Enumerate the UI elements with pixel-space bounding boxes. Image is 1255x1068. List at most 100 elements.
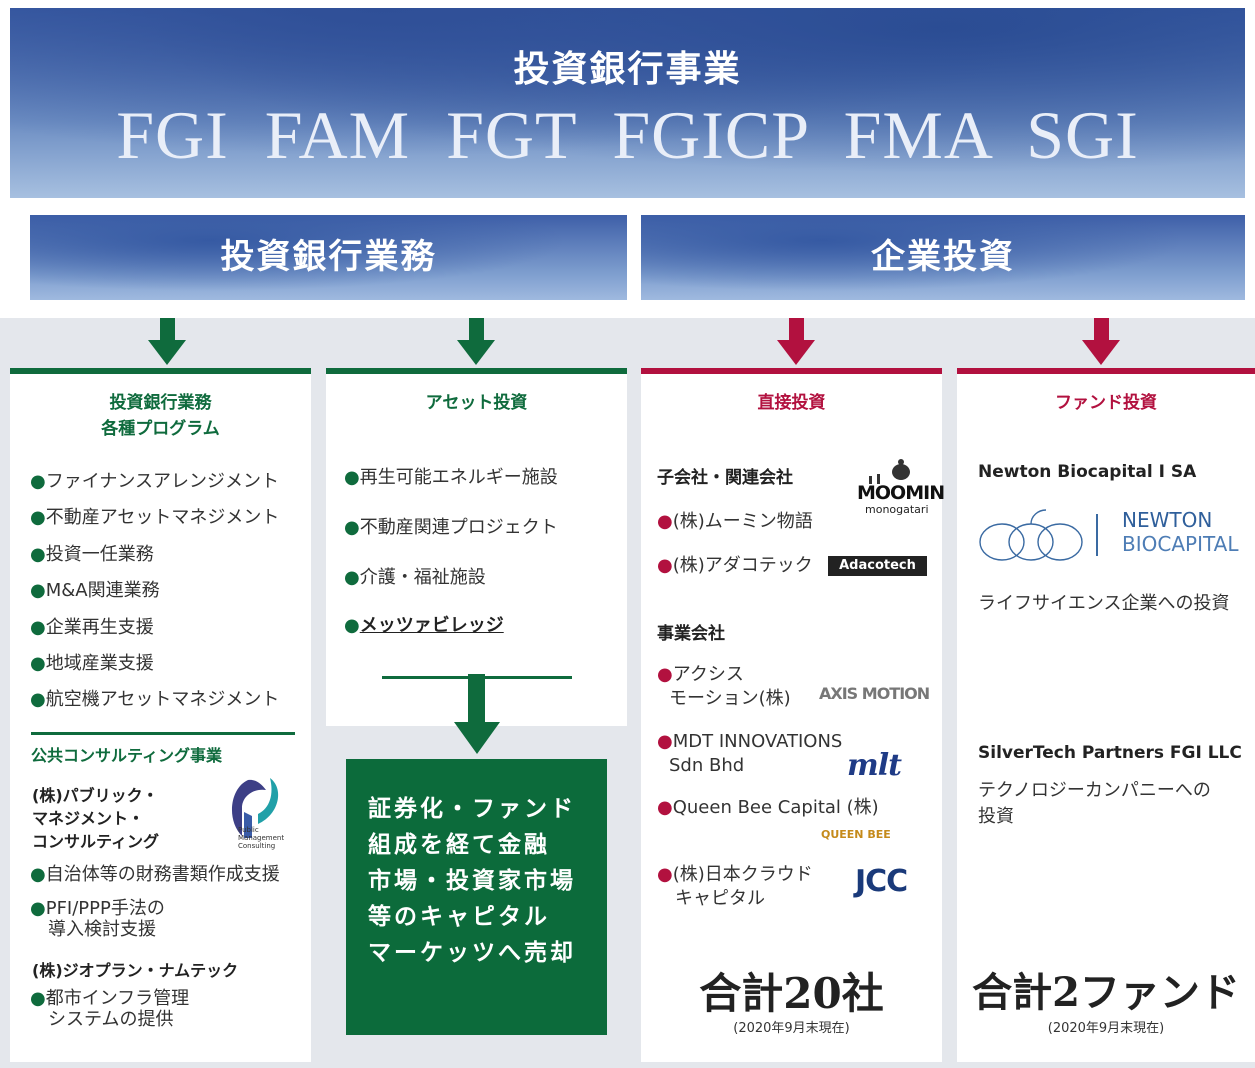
list-item: ●再生可能エネルギー施設: [344, 466, 558, 490]
bullet-icon: ●: [657, 664, 673, 685]
list-item-label: (株)アダコテック: [672, 555, 813, 576]
list-item-label: キャピタル: [675, 888, 765, 909]
list-item: ●アクシスモーション(株): [657, 663, 791, 711]
section-title-public-consulting: 公共コンサルティング事業: [31, 746, 223, 765]
list-item: ●不動産アセットマネジメント: [30, 506, 279, 530]
company-name-line: マネジメント・: [32, 809, 145, 828]
list-item-label: 介護・福祉施設: [359, 567, 486, 588]
company-name-line: コンサルティング: [32, 832, 160, 851]
fund-as-of: (2020年9月末現在): [1047, 1021, 1165, 1036]
bullet-icon: ●: [30, 507, 46, 528]
securitization-line: 組成を経て金融: [368, 832, 550, 858]
list-item-label: モーション(株): [669, 688, 791, 709]
bullet-icon: ●: [30, 617, 46, 638]
moomin-logo: MOOMIN monogatari: [849, 458, 945, 520]
list-item: ●不動産関連プロジェクト: [344, 516, 558, 540]
list-item-label: 導入検討支援: [48, 919, 156, 940]
fund-description: ライフサイエンス企業への投資: [978, 593, 1230, 614]
logo-text-line: Public: [238, 826, 259, 834]
company-name-geoplan: (株)ジオプラン・ナムテック: [32, 961, 239, 980]
list-item-label: ファイナンスアレンジメント: [45, 471, 279, 492]
logo-text-line: BIOCAPITAL: [1122, 532, 1239, 556]
direct-as-of: (2020年9月末現在): [733, 1021, 850, 1036]
list-item: ●自治体等の財務書類作成支援: [30, 863, 280, 887]
link-metsa-village[interactable]: メッツァビレッジ: [359, 615, 504, 636]
column-title: 投資銀行業務 各種プログラム: [10, 390, 311, 442]
column-ib-programs: 投資銀行業務 各種プログラム ●ファイナンスアレンジメント ●不動産アセットマネ…: [10, 368, 311, 1062]
bullet-icon: ●: [30, 580, 46, 601]
list-item-label: アクシス: [672, 664, 744, 685]
top-banner: [10, 8, 1245, 198]
bullet-icon: ●: [30, 689, 46, 710]
section-title-operating-companies: 事業会社: [657, 624, 725, 644]
column-direct-investment: 直接投資 子会社・関連会社 MOOMIN monogatari ●(株)ムーミン…: [641, 368, 945, 1062]
fund-description-line: テクノロジーカンパニーへの: [978, 780, 1211, 801]
list-item-label: PFI/PPP手法の: [45, 898, 165, 919]
apple-outline-icon: [979, 509, 1083, 561]
list-item: ●介護・福祉施設: [344, 566, 486, 590]
logo-text-line: Management: [238, 834, 285, 842]
list-item-label: (株)ムーミン物語: [672, 511, 813, 532]
bullet-icon: ●: [344, 517, 360, 538]
fund-description-line: 投資: [978, 806, 1014, 827]
bullet-icon: ●: [344, 615, 360, 636]
column-title-line: 各種プログラム: [101, 419, 220, 439]
list-item: ●企業再生支援: [30, 616, 154, 640]
company-name-line: (株)パブリック・: [32, 786, 159, 805]
list-item: ●M&A関連業務: [30, 579, 160, 603]
division-ib-banner: 投資銀行業務: [30, 215, 627, 300]
queen-bee-logo: QUEEN BEE: [821, 828, 891, 841]
fund-description: テクノロジーカンパニーへの 投資: [978, 778, 1211, 830]
adacotech-logo: Adacotech: [828, 556, 927, 576]
bullet-icon: ●: [657, 797, 673, 818]
list-item: ●航空機アセットマネジメント: [30, 688, 279, 712]
list-item: ●地域産業支援: [30, 652, 154, 676]
list-item-label: 自治体等の財務書類作成支援: [45, 864, 280, 885]
section-divider: [31, 732, 295, 735]
list-item-label: (株)日本クラウド: [672, 864, 813, 885]
securitization-line: 市場・投資家市場: [368, 868, 576, 894]
axis-motion-logo: AXIS MOTION: [819, 684, 930, 703]
list-item-label: 不動産アセットマネジメント: [45, 507, 280, 528]
list-item: ●PFI/PPP手法の導入検討支援: [30, 898, 165, 940]
list-item: ●ファイナンスアレンジメント: [30, 470, 279, 494]
bullet-icon: ●: [30, 898, 46, 919]
list-item: ●(株)ムーミン物語: [657, 510, 813, 534]
bullet-icon: ●: [30, 653, 46, 674]
securitization-line: 証券化・ファンド: [368, 796, 576, 822]
securitization-line: 等のキャピタル: [368, 904, 550, 930]
logo-text-line: monogatari: [865, 503, 929, 516]
direct-total: 合計20社: [699, 969, 884, 1018]
list-item-label: 再生可能エネルギー施設: [359, 467, 558, 488]
logo-text-line: NEWTON: [1122, 508, 1213, 532]
column-asset-investment: アセット投資 ●再生可能エネルギー施設 ●不動産関連プロジェクト ●介護・福祉施…: [326, 368, 627, 726]
column-fund-investment: ファンド投資 Newton Biocapital I SA NEWTON BIO…: [957, 368, 1255, 1062]
bullet-icon: ●: [30, 864, 46, 885]
list-item-label: Queen Bee Capital (株): [672, 797, 879, 818]
securitization-line: マーケッツへ売却: [368, 940, 576, 966]
mdt-logo: mlt: [847, 748, 902, 783]
list-item-label: M&A関連業務: [45, 580, 160, 601]
list-item-label: 航空機アセットマネジメント: [45, 689, 280, 710]
list-item: ●投資一任業務: [30, 543, 154, 567]
newton-biocapital-logo: NEWTON BIOCAPITAL: [976, 506, 1246, 564]
column-title-line: 投資銀行業務: [109, 393, 212, 413]
list-item-label: システムの提供: [48, 1009, 174, 1030]
list-item-label: Sdn Bhd: [669, 755, 745, 776]
logo-text-line: MOOMIN: [857, 482, 945, 504]
fund-total: 合計2ファンド: [972, 969, 1240, 1016]
banner-title: 投資銀行事業: [513, 49, 742, 90]
bullet-icon: ●: [657, 731, 673, 752]
list-item-highlight[interactable]: ●メッツァビレッジ: [344, 614, 504, 638]
column-title: ファンド投資: [1055, 393, 1157, 413]
bullet-icon: ●: [344, 567, 360, 588]
bullet-icon: ●: [30, 988, 46, 1009]
bullet-icon: ●: [30, 471, 46, 492]
bullet-icon: ●: [30, 544, 46, 565]
list-item-label: 不動産関連プロジェクト: [359, 517, 558, 538]
column-title: 直接投資: [757, 393, 826, 413]
list-item-label: 投資一任業務: [45, 544, 154, 565]
bullet-icon: ●: [657, 511, 673, 532]
bullet-icon: ●: [657, 555, 673, 576]
bullet-icon: ●: [344, 467, 360, 488]
